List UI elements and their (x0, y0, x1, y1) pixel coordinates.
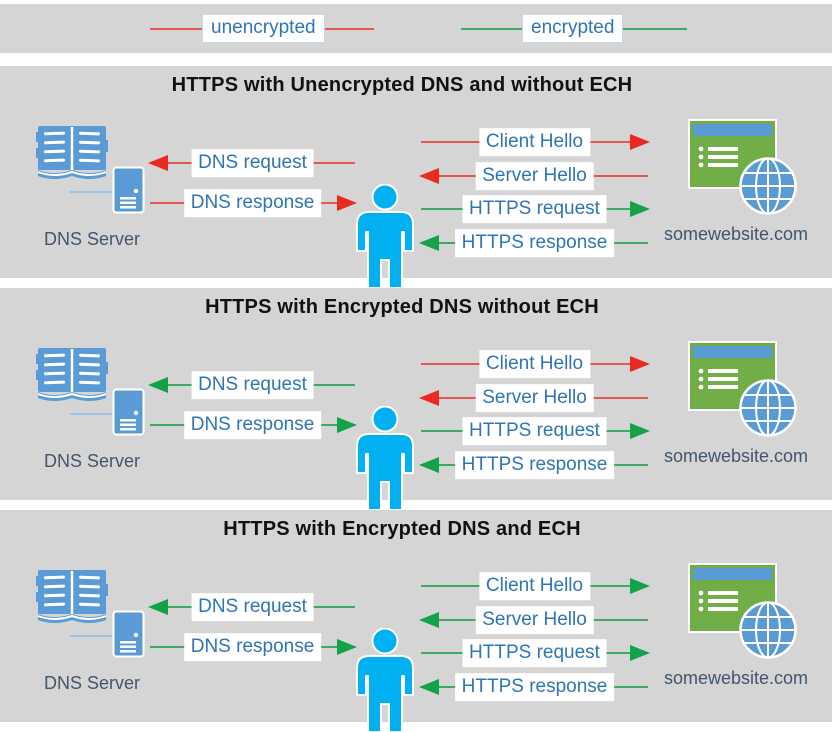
website-caption: somewebsite.com (664, 668, 809, 688)
arrow-label: HTTPS request (462, 639, 607, 667)
globe-icon (739, 379, 797, 437)
arrow-label: DNS request (191, 593, 314, 621)
panel-title: HTTPS with Unencrypted DNS and without E… (171, 74, 633, 96)
arrowhead-right-icon (630, 578, 650, 594)
arrow-label: HTTPS response (454, 229, 615, 257)
arrowhead-right-icon (630, 645, 650, 661)
arrowhead-left-icon (419, 390, 439, 406)
arrow-label: Server Hello (475, 162, 594, 190)
website-caption: somewebsite.com (664, 224, 809, 244)
dns-server-icon (112, 388, 145, 436)
legend-item-unencrypted: unencrypted (150, 4, 374, 53)
arrowhead-left-icon (148, 377, 168, 393)
arrow-label: DNS response (183, 189, 322, 217)
arrowhead-left-icon (148, 155, 168, 171)
arrowhead-right-icon (630, 201, 650, 217)
arrow-label: DNS response (183, 633, 322, 661)
arrowhead-right-icon (630, 134, 650, 150)
connector-line (70, 635, 114, 637)
arrow-label: HTTPS request (462, 195, 607, 223)
arrow-label: Client Hello (478, 572, 591, 600)
dns-server-icon (112, 166, 145, 214)
arrowhead-right-icon (630, 356, 650, 372)
legend-line (461, 27, 522, 30)
legend-line (623, 27, 688, 30)
dns-book-icon (36, 346, 108, 403)
arrow-label: HTTPS response (454, 451, 615, 479)
dns-book-icon (36, 124, 108, 181)
arrowhead-left-icon (419, 612, 439, 628)
legend-label: encrypted (522, 14, 624, 43)
dns-server-caption: DNS Server (44, 673, 141, 693)
website-caption: somewebsite.com (664, 446, 809, 466)
legend-bar: unencrypted encrypted (0, 4, 832, 53)
arrowhead-left-icon (419, 679, 439, 695)
panel-encrypted-dns-no-ech: HTTPS with Encrypted DNS without ECH DNS… (0, 288, 832, 510)
dns-server-icon (112, 610, 145, 658)
arrowhead-right-icon (337, 417, 357, 433)
arrowhead-left-icon (148, 599, 168, 615)
arrow-label: DNS request (191, 149, 314, 177)
dns-server-caption: DNS Server (44, 451, 141, 471)
arrowhead-right-icon (337, 195, 357, 211)
legend-item-encrypted: encrypted (461, 4, 688, 53)
arrow-label: DNS response (183, 411, 322, 439)
arrowhead-right-icon (630, 423, 650, 439)
arrow-label: Server Hello (475, 606, 594, 634)
user-icon (356, 628, 414, 732)
arrowhead-left-icon (419, 168, 439, 184)
arrowhead-left-icon (419, 235, 439, 251)
panel-unencrypted-dns-no-ech: HTTPS with Unencrypted DNS and without E… (0, 66, 832, 288)
legend-label: unencrypted (202, 14, 325, 43)
panel-title: HTTPS with Encrypted DNS and ECH (223, 518, 581, 540)
panel-title: HTTPS with Encrypted DNS without ECH (205, 296, 599, 318)
user-icon (356, 406, 414, 510)
legend-line (324, 27, 374, 30)
arrow-label: Client Hello (478, 128, 591, 156)
arrow-label: HTTPS request (462, 417, 607, 445)
connector-line (70, 191, 114, 193)
panel-encrypted-dns-with-ech: HTTPS with Encrypted DNS and ECH DNS Ser… (0, 510, 832, 732)
user-icon (356, 184, 414, 288)
legend-line (150, 27, 202, 30)
arrow-label: Server Hello (475, 384, 594, 412)
connector-line (70, 413, 114, 415)
arrowhead-right-icon (337, 639, 357, 655)
dns-book-icon (36, 568, 108, 625)
dns-server-caption: DNS Server (44, 229, 141, 249)
arrow-label: HTTPS response (454, 673, 615, 701)
arrow-label: Client Hello (478, 350, 591, 378)
globe-icon (739, 157, 797, 215)
globe-icon (739, 601, 797, 659)
arrowhead-left-icon (419, 457, 439, 473)
arrow-label: DNS request (191, 371, 314, 399)
